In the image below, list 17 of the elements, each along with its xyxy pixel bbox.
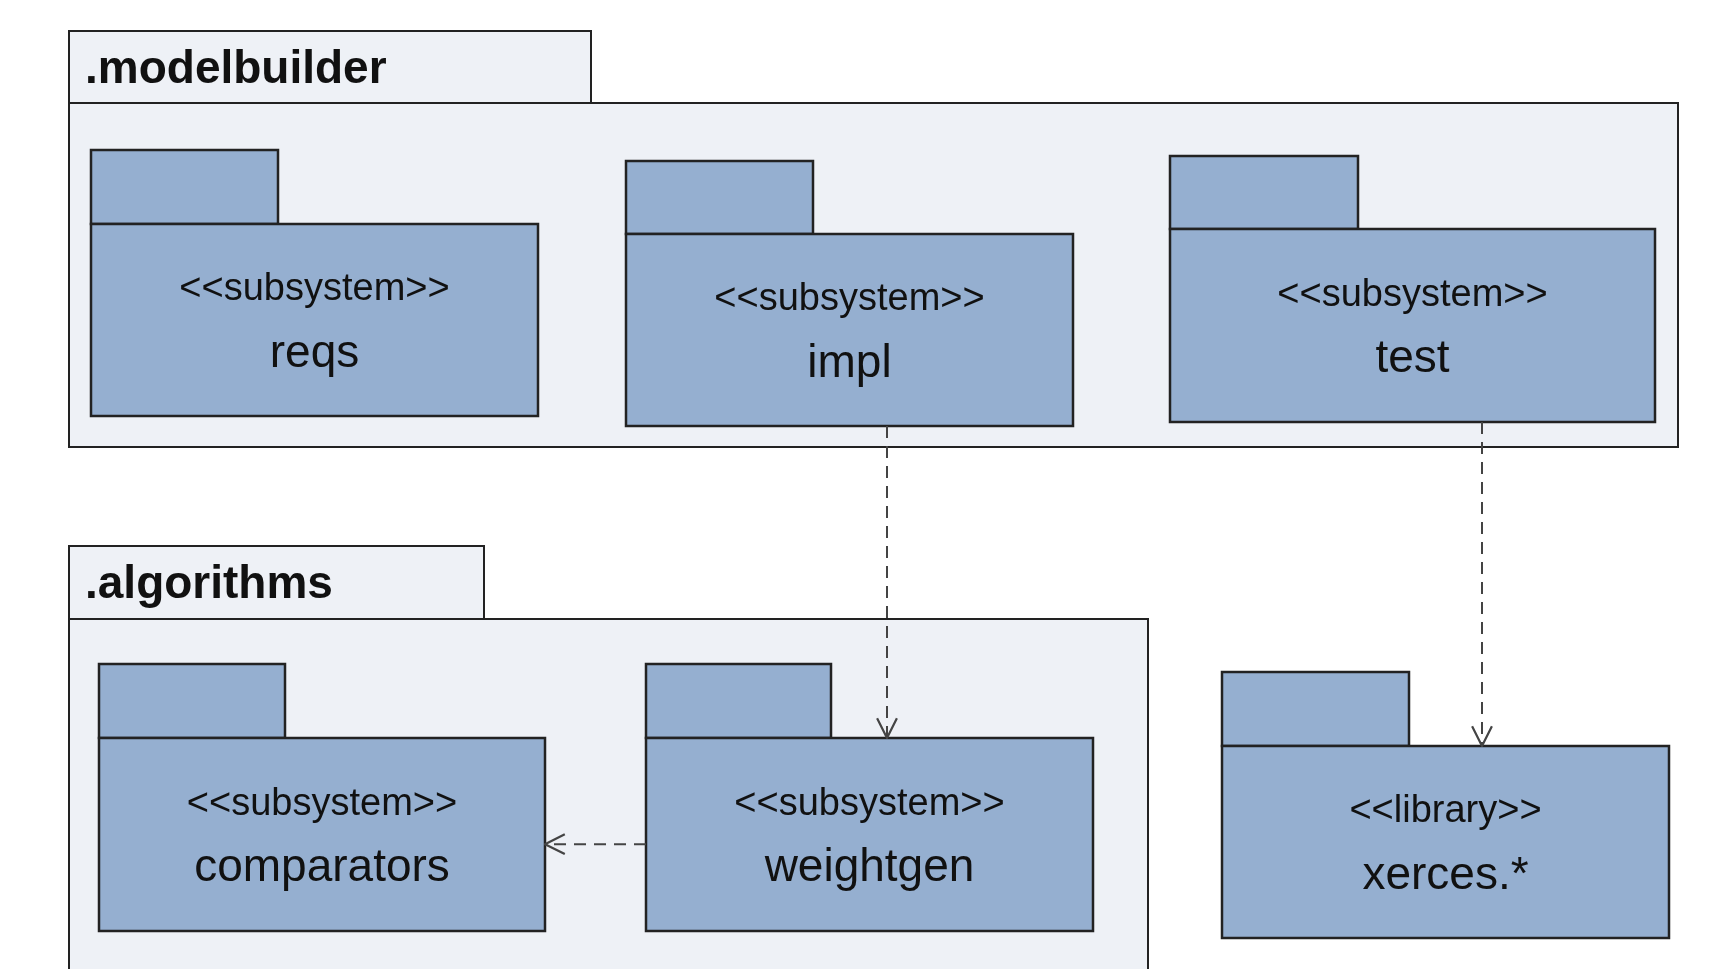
stereotype-label: <<subsystem>> <box>733 779 1006 825</box>
package-name: .modelbuilder <box>85 41 387 93</box>
stereotype-label: <<subsystem>> <box>178 265 451 311</box>
package-name: reqs <box>268 325 361 376</box>
package-name: xerces.* <box>1361 847 1530 898</box>
package-name: comparators <box>193 840 451 891</box>
package-name: test <box>1374 331 1451 382</box>
dependency-arrow <box>543 833 647 856</box>
dependency-arrow <box>1471 421 1493 748</box>
stereotype-label: <<subsystem>> <box>1276 270 1549 316</box>
stereotype-label: <<library>> <box>1348 787 1543 833</box>
stereotype-label: <<subsystem>> <box>185 779 459 825</box>
package-name: .algorithms <box>85 556 333 608</box>
package-name: impl <box>806 335 893 386</box>
package-name: weightgen <box>763 840 976 891</box>
stereotype-label: <<subsystem>> <box>713 275 986 321</box>
dependency-arrow <box>876 425 898 740</box>
